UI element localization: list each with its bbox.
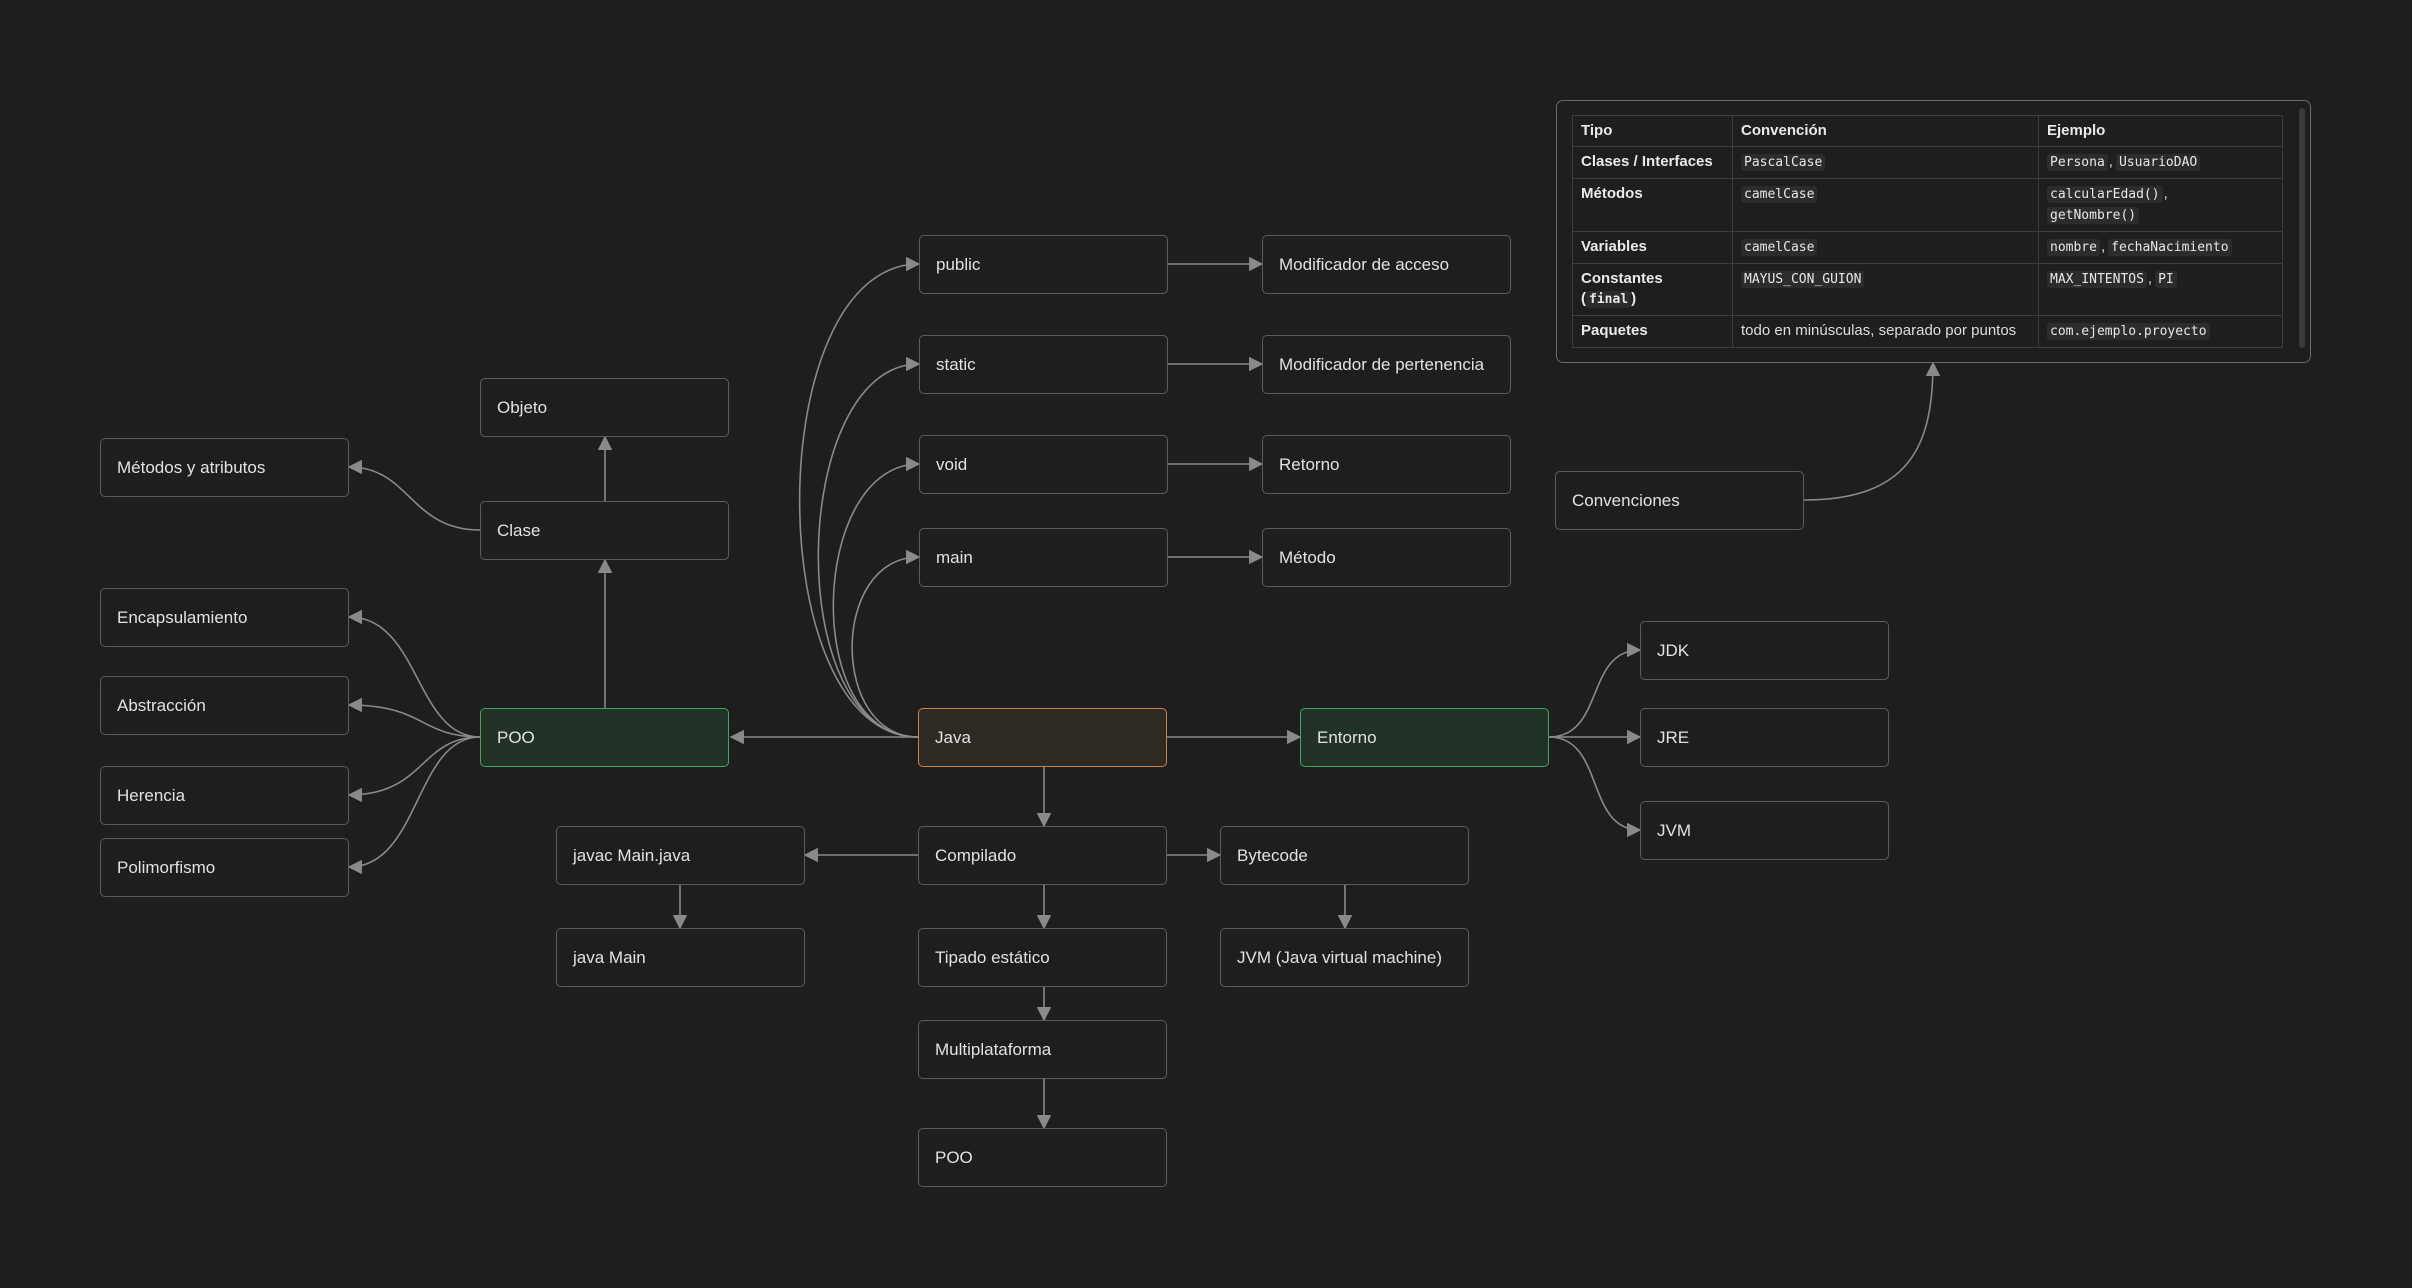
cell-ejemplo: nombre,fechaNacimiento bbox=[2038, 231, 2283, 264]
code-ejemplo: Persona bbox=[2047, 154, 2108, 171]
code-convencion: MAYUS_CON_GUION bbox=[1741, 271, 1865, 288]
edge-convenciones-tabla bbox=[1803, 361, 1941, 501]
node-java-main[interactable]: java Main bbox=[556, 928, 805, 987]
node-modificador-pertenencia[interactable]: Modificador de pertenencia bbox=[1262, 335, 1511, 394]
code-convencion: camelCase bbox=[1741, 239, 1818, 256]
cell-convencion: PascalCase bbox=[1732, 146, 2039, 179]
node-jdk[interactable]: JDK bbox=[1640, 621, 1889, 680]
node-bytecode[interactable]: Bytecode bbox=[1220, 826, 1469, 885]
node-poo-bottom[interactable]: POO bbox=[918, 1128, 1167, 1187]
code-ejemplo: MAX_INTENTOS bbox=[2047, 271, 2147, 288]
header-convencion: Convención bbox=[1732, 115, 2039, 147]
code-convencion: PascalCase bbox=[1741, 154, 1826, 171]
edge-java-static bbox=[817, 356, 921, 738]
node-objeto[interactable]: Objeto bbox=[480, 378, 729, 437]
edge-poo-abstraccion bbox=[347, 697, 481, 738]
node-main[interactable]: main bbox=[919, 528, 1168, 587]
table-scrollbar[interactable] bbox=[2299, 108, 2305, 348]
code-final: final bbox=[1586, 291, 1632, 308]
node-poo[interactable]: POO bbox=[480, 708, 729, 767]
node-entorno[interactable]: Entorno bbox=[1300, 708, 1549, 767]
conventions-table: Tipo Convención Ejemplo Clases / Interfa… bbox=[1572, 115, 2283, 348]
table-header-row: Tipo Convención Ejemplo bbox=[1572, 115, 2283, 147]
node-void[interactable]: void bbox=[919, 435, 1168, 494]
conventions-table-card[interactable]: Tipo Convención Ejemplo Clases / Interfa… bbox=[1556, 100, 2311, 363]
cell-ejemplo: com.ejemplo.proyecto bbox=[2038, 315, 2283, 348]
header-ejemplo: Ejemplo bbox=[2038, 115, 2283, 147]
cell-convencion: camelCase bbox=[1732, 231, 2039, 264]
node-java[interactable]: Java bbox=[918, 708, 1167, 767]
table-row: Paquetes todo en minúsculas, separado po… bbox=[1572, 315, 2283, 348]
node-herencia[interactable]: Herencia bbox=[100, 766, 349, 825]
edge-poo-encapsulamiento bbox=[347, 609, 481, 738]
edge-poo-herencia bbox=[347, 736, 481, 803]
node-encapsulamiento[interactable]: Encapsulamiento bbox=[100, 588, 349, 647]
header-tipo: Tipo bbox=[1572, 115, 1733, 147]
code-ejemplo: calcularEdad() bbox=[2047, 186, 2163, 203]
cell-convencion: todo en minúsculas, separado por puntos bbox=[1732, 315, 2039, 348]
node-compilado[interactable]: Compilado bbox=[918, 826, 1167, 885]
code-ejemplo: fechaNacimiento bbox=[2108, 239, 2232, 256]
edge-java-main bbox=[851, 549, 921, 738]
node-jvm-full[interactable]: JVM (Java virtual machine) bbox=[1220, 928, 1469, 987]
cell-tipo-label: Constantes bbox=[1581, 270, 1663, 287]
cell-ejemplo: calcularEdad(),getNombre() bbox=[2038, 178, 2283, 232]
table-row: Métodos camelCase calcularEdad(),getNomb… bbox=[1572, 178, 2283, 232]
node-metodo[interactable]: Método bbox=[1262, 528, 1511, 587]
node-static[interactable]: static bbox=[919, 335, 1168, 394]
cell-tipo: Clases / Interfaces bbox=[1572, 146, 1733, 179]
node-convenciones[interactable]: Convenciones bbox=[1555, 471, 1804, 530]
cell-tipo: Paquetes bbox=[1572, 315, 1733, 348]
node-modificador-acceso[interactable]: Modificador de acceso bbox=[1262, 235, 1511, 294]
edge-clase-metodos bbox=[347, 459, 481, 531]
node-retorno[interactable]: Retorno bbox=[1262, 435, 1511, 494]
table-row: Variables camelCase nombre,fechaNacimien… bbox=[1572, 231, 2283, 264]
edge-java-void bbox=[832, 456, 921, 738]
edge-entorno-jdk bbox=[1548, 642, 1642, 738]
code-ejemplo: com.ejemplo.proyecto bbox=[2047, 323, 2210, 340]
edge-java-public bbox=[798, 256, 921, 738]
node-metodos-atributos[interactable]: Métodos y atributos bbox=[100, 438, 349, 497]
cell-tipo: Constantes(final) bbox=[1572, 263, 1733, 316]
code-ejemplo: nombre bbox=[2047, 239, 2100, 256]
cell-convencion: MAYUS_CON_GUION bbox=[1732, 263, 2039, 316]
cell-tipo: Variables bbox=[1572, 231, 1733, 264]
code-ejemplo: UsuarioDAO bbox=[2115, 154, 2201, 171]
code-ejemplo: getNombre() bbox=[2047, 207, 2140, 224]
node-abstraccion[interactable]: Abstracción bbox=[100, 676, 349, 735]
code-ejemplo: PI bbox=[2155, 271, 2177, 288]
cell-convencion: camelCase bbox=[1732, 178, 2039, 232]
cell-ejemplo: Persona,UsuarioDAO bbox=[2038, 146, 2283, 179]
node-polimorfismo[interactable]: Polimorfismo bbox=[100, 838, 349, 897]
table-row: Constantes(final) MAYUS_CON_GUION MAX_IN… bbox=[1572, 263, 2283, 316]
node-public[interactable]: public bbox=[919, 235, 1168, 294]
cell-tipo: Métodos bbox=[1572, 178, 1733, 232]
node-jvm[interactable]: JVM bbox=[1640, 801, 1889, 860]
code-convencion: camelCase bbox=[1741, 186, 1818, 203]
edge-entorno-jvm bbox=[1548, 736, 1642, 838]
node-clase[interactable]: Clase bbox=[480, 501, 729, 560]
edge-poo-polimorfismo bbox=[347, 736, 481, 875]
node-multiplataforma[interactable]: Multiplataforma bbox=[918, 1020, 1167, 1079]
node-javac[interactable]: javac Main.java bbox=[556, 826, 805, 885]
cell-ejemplo: MAX_INTENTOS,PI bbox=[2038, 263, 2283, 316]
node-jre[interactable]: JRE bbox=[1640, 708, 1889, 767]
node-tipado-estatico[interactable]: Tipado estático bbox=[918, 928, 1167, 987]
table-row: Clases / Interfaces PascalCase Persona,U… bbox=[1572, 146, 2283, 179]
